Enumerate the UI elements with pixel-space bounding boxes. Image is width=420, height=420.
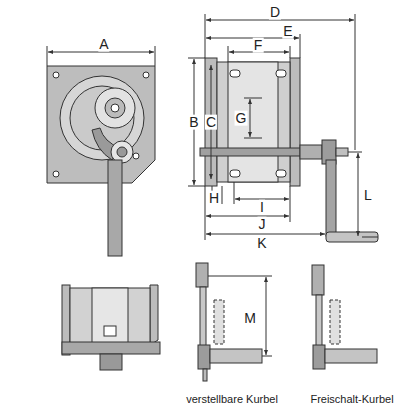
dimension-label: H [208,191,220,206]
dimension-label: K [256,236,267,251]
dimension-label: G [235,111,248,126]
dimension-label: A [98,37,109,52]
dimension-label: D [269,5,281,20]
dimension-label: B [188,115,199,130]
dimension-label: M [243,311,257,326]
caption-label: verstellbare Kurbel [185,394,279,406]
dimension-label: L [363,188,373,203]
caption-label: Freischalt-Kurbel [309,394,394,406]
dimension-label: F [253,38,264,53]
dimension-label: I [259,200,265,215]
dimension-label: J [258,217,267,232]
dimension-label: C [205,115,217,130]
dimension-label: E [282,24,293,39]
